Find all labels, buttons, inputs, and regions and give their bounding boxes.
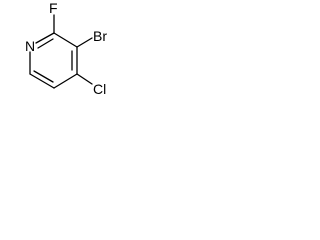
- bond-c4-cl: [76, 73, 93, 85]
- bond-n-c2-inner: [37, 38, 54, 49]
- bond-c3-br: [76, 37, 93, 48]
- bond-n-c2: [35, 32, 55, 44]
- bond-c5-c6-inner: [33, 70, 54, 83]
- atom-label-bromine: Br: [93, 28, 107, 44]
- structure-canvas: F Br N Cl: [0, 0, 124, 138]
- atom-label-chlorine: Cl: [93, 81, 106, 97]
- bond-c5-c6: [29, 73, 55, 89]
- bond-c2-c3: [53, 32, 78, 48]
- atom-label-fluorine: F: [49, 0, 58, 16]
- bond-c4-c5: [53, 73, 78, 89]
- atom-label-nitrogen: N: [25, 38, 35, 54]
- structure-diagram: F Br N Cl: [25, 0, 107, 97]
